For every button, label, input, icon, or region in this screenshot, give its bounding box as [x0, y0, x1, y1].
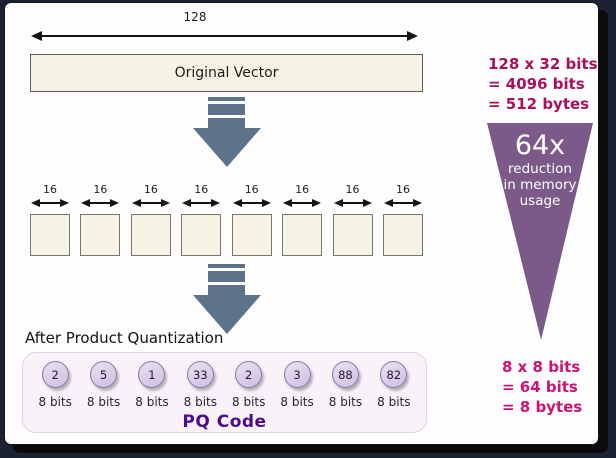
memory-before-line: 128 x 32 bits — [488, 55, 598, 73]
arrow-bar — [208, 97, 245, 101]
segment-width-label: 16 — [244, 183, 259, 196]
funnel-caption-line: usage — [519, 193, 561, 209]
segment-box — [332, 214, 373, 256]
pq-bits-label: 8 bits — [135, 395, 169, 409]
arrow-stem — [208, 285, 245, 295]
pq-code-container: 2 8 bits 5 8 bits 1 8 bits 33 8 bits 2 8… — [22, 352, 427, 433]
pq-bits-label: 8 bits — [280, 395, 314, 409]
funnel-caption-line: reduction — [508, 161, 572, 177]
pq-code-row: 2 8 bits 5 8 bits 1 8 bits 33 8 bits 2 8… — [23, 361, 426, 409]
pq-bits-label: 8 bits — [38, 395, 72, 409]
arrow-bar — [208, 264, 245, 268]
arrow-shaft — [39, 35, 410, 37]
memory-after-line: 8 x 8 bits — [502, 358, 581, 376]
reduction-factor: 64x — [514, 130, 566, 161]
pq-code-title: PQ Code — [182, 412, 267, 432]
memory-after-line: = 64 bits — [502, 378, 578, 396]
original-vector-box: Original Vector — [30, 54, 423, 92]
pq-code-item: 1 8 bits — [131, 361, 173, 409]
pq-code-value: 5 — [90, 361, 118, 388]
segment-width-label: 16 — [395, 183, 410, 196]
segment: 16 — [130, 183, 171, 256]
pq-code-value: 1 — [138, 361, 166, 388]
segment-width-label: 16 — [194, 183, 209, 196]
arrow-head — [192, 295, 261, 334]
segment-width-label: 16 — [143, 183, 158, 196]
pq-code-value: 2 — [235, 361, 263, 388]
double-headed-arrow-icon — [182, 198, 221, 208]
segment: 16 — [30, 183, 70, 256]
arrow-bar — [208, 271, 245, 282]
pq-bits-label: 8 bits — [183, 395, 217, 409]
segment: 16 — [332, 183, 373, 256]
pq-bits-label: 8 bits — [86, 395, 121, 409]
segment-box — [80, 214, 121, 256]
pq-code-value: 88 — [331, 361, 359, 388]
pq-code-item: 2 8 bits — [34, 361, 76, 409]
pq-code-item: 33 8 bits — [179, 361, 221, 409]
diagram-content: 128 Original Vector 16 16 16 16 — [5, 3, 598, 444]
memory-before-text: 128 x 32 bits = 4096 bits = 512 bytes — [488, 54, 598, 114]
segment: 16 — [282, 183, 323, 256]
reduction-funnel: 64x reduction in memory usage — [487, 123, 593, 340]
down-arrow-icon — [30, 264, 423, 334]
segment: 16 — [382, 183, 423, 256]
arrow-head — [192, 128, 261, 167]
segment: 16 — [231, 183, 272, 256]
double-headed-arrow-icon — [333, 198, 372, 208]
segment-box — [382, 214, 423, 256]
pq-bits-label: 8 bits — [328, 395, 363, 409]
pq-code-item: 82 8 bits — [373, 361, 415, 409]
memory-before-line: = 4096 bits — [488, 75, 585, 93]
pq-code-item: 5 8 bits — [83, 361, 125, 409]
funnel-text: 64x reduction in memory usage — [475, 130, 605, 210]
segment-box — [181, 214, 222, 256]
double-headed-arrow-icon — [283, 198, 322, 208]
pq-code-value: 82 — [380, 361, 408, 388]
segment-box — [282, 214, 323, 256]
pq-bits-label: 8 bits — [377, 395, 411, 409]
segment: 16 — [80, 183, 121, 256]
double-headed-arrow-icon — [31, 198, 69, 208]
segment-width-label: 16 — [345, 183, 360, 196]
segment-width-label: 16 — [295, 183, 310, 196]
vector-dimension-label: 128 — [183, 10, 207, 24]
memory-after-line: = 8 bytes — [502, 398, 583, 416]
funnel-caption-line: in memory — [503, 177, 577, 193]
pq-code-item: 88 8 bits — [324, 361, 366, 409]
pq-code-item: 2 8 bits — [228, 361, 270, 409]
double-headed-arrow-icon — [81, 198, 120, 208]
pq-bits-label: 8 bits — [232, 395, 266, 409]
segment: 16 — [181, 183, 222, 256]
double-headed-arrow-icon — [131, 198, 170, 208]
segment-box — [30, 214, 70, 256]
after-pq-label: After Product Quantization — [25, 329, 224, 347]
pq-code-value: 33 — [186, 361, 214, 388]
segment-width-label: 16 — [43, 183, 57, 196]
segments-row: 16 16 16 16 16 16 16 — [30, 183, 423, 256]
arrow-stem — [208, 118, 245, 128]
double-headed-arrow-icon — [383, 198, 422, 208]
memory-before-line: = 512 bytes — [488, 95, 590, 113]
down-arrow-icon — [30, 97, 423, 167]
memory-after-text: 8 x 8 bits = 64 bits = 8 bytes — [502, 357, 582, 417]
pq-code-value: 3 — [283, 361, 311, 388]
pq-code-value: 2 — [41, 361, 69, 388]
diagram-card: 128 Original Vector 16 16 16 16 — [4, 2, 599, 445]
segment-box — [130, 214, 171, 256]
segment-box — [231, 214, 272, 256]
pq-code-item: 3 8 bits — [276, 361, 318, 409]
double-headed-arrow-icon — [232, 198, 271, 208]
double-headed-arrow-icon — [31, 31, 418, 41]
arrow-bar — [208, 104, 245, 115]
segment-width-label: 16 — [93, 183, 108, 196]
